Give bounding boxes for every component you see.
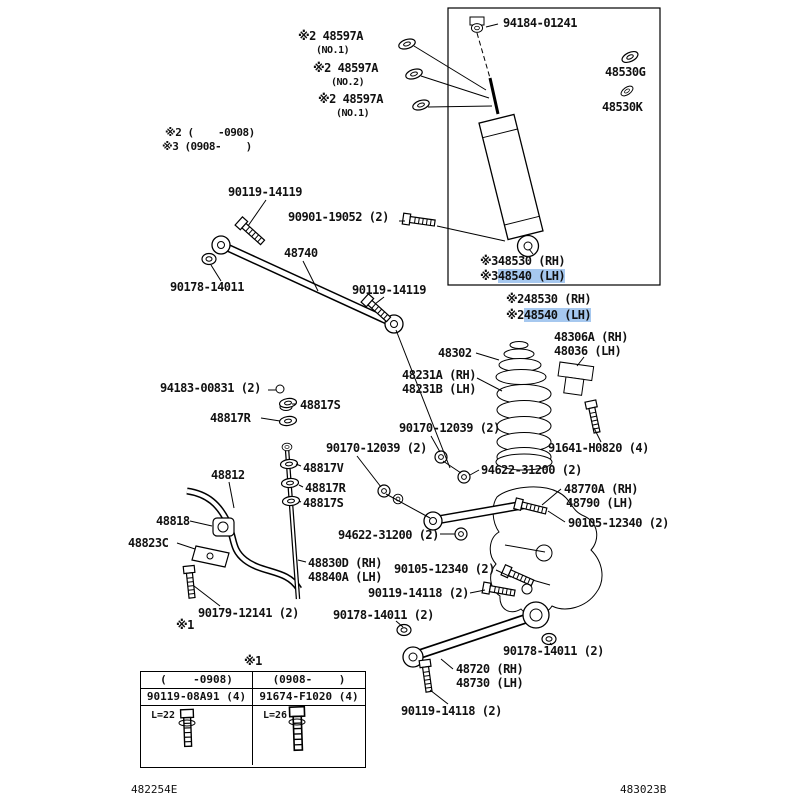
part-label-48530-rh-inner: ※348530 (RH): [480, 254, 566, 268]
part-label-94184-01241: 94184-01241: [503, 16, 577, 30]
stabilizer-bushing: [212, 517, 235, 537]
axle-carrier: [489, 453, 603, 616]
part-label-48597a-3: ※2 48597A: [318, 92, 383, 106]
part-label-48597a-1: ※2 48597A: [298, 29, 363, 43]
part-label-94622-31200-a: 94622-31200 (2): [481, 463, 582, 477]
ref-mark: ※3: [480, 269, 498, 283]
variant-col2-header: (0908- ): [272, 673, 346, 686]
part-label-90119-14118-a: 90119-14118 (2): [368, 586, 469, 600]
part-label-90901-19052: 90901-19052 (2): [288, 210, 389, 224]
part-label-48302: 48302: [438, 346, 472, 360]
part-label-48830d: 48830D (RH): [308, 556, 382, 570]
part-label-48790: 48790 (LH): [566, 496, 634, 510]
part-label-48817s-mid: 48817S: [303, 496, 344, 510]
ref-mark: ※2: [506, 292, 524, 306]
part-label-48540-lh-outer: ※248540 (LH): [506, 308, 592, 322]
part-label-48817r-mid: 48817R: [305, 481, 346, 495]
shock-absorber: [469, 16, 544, 258]
part-label-48817v: 48817V: [303, 461, 344, 475]
footnote-2: ※2 ( -0908): [165, 126, 255, 139]
ref-mark: ※2: [506, 308, 524, 322]
part-label-90105-12340-a: 90105-12340 (2): [568, 516, 669, 530]
part-number: 48530 (RH): [497, 254, 566, 268]
part-label-48597a-2: ※2 48597A: [313, 61, 378, 75]
variant-col2-drawing: L=26: [253, 706, 365, 765]
stabilizer-link: [279, 442, 301, 600]
bolt-length-label-1: L=22: [151, 710, 176, 721]
ref-mark: ※3: [480, 254, 498, 268]
leader-lines: [176, 23, 602, 705]
part-label-90178-14011-b: 90178-14011 (2): [333, 608, 434, 622]
part-sublabel-no2: (NO.2): [331, 77, 365, 88]
lower-control-arm: [402, 601, 550, 668]
part-label-48530-rh-outer: ※248530 (RH): [506, 292, 592, 306]
variant-table-part-row: 90119-08A91 (4) 91674-F1020 (4): [141, 689, 365, 706]
part-label-48036: 48036 (LH): [554, 344, 622, 358]
part-label-48720: 48720 (RH): [456, 662, 524, 676]
part-label-90119-14119-b: 90119-14119: [352, 283, 426, 297]
part-label-48540-lh-inner: ※348540 (LH): [480, 269, 566, 283]
part-label-90178-14011-c: 90178-14011 (2): [503, 644, 604, 658]
part-label-48817r-top: 48817R: [210, 411, 251, 425]
upper-control-arm: [423, 500, 524, 531]
part-label-48840a: 48840A (LH): [308, 570, 382, 584]
part-label-90170-12039-b: 90170-12039 (2): [326, 441, 427, 455]
ref-mark-1-table: ※1: [244, 654, 262, 668]
part-label-91641-h0820: 91641-H0820 (4): [548, 441, 649, 455]
part-number-highlighted: 48540 (LH): [497, 269, 566, 283]
coil-spring: [495, 341, 552, 467]
ref-mark-1-left: ※1: [176, 618, 194, 632]
lateral-rod: [211, 235, 404, 334]
variant-col1-drawing: L=22: [141, 706, 253, 765]
part-label-48823c: 48823C: [128, 536, 169, 550]
part-label-94183-00831: 94183-00831 (2): [160, 381, 261, 395]
part-label-90170-12039-a: 90170-12039 (2): [399, 421, 500, 435]
part-label-48730: 48730 (LH): [456, 676, 524, 690]
part-label-90179-12141: 90179-12141 (2): [198, 606, 299, 620]
part-label-48530g: 48530G: [605, 65, 646, 79]
variant-table-drawing-row: L=22 L=26: [141, 706, 365, 765]
stabilizer-bracket: [191, 545, 230, 568]
diagram-code-right: 483023B: [620, 783, 667, 796]
part-label-48740: 48740: [284, 246, 318, 260]
part-label-90119-14118-b: 90119-14118 (2): [401, 704, 502, 718]
variant-col1-header: ( -0908): [141, 672, 253, 688]
parts-table-bolts: [178, 705, 307, 752]
part-label-48818: 48818: [156, 514, 190, 528]
part-label-48812: 48812: [211, 468, 245, 482]
part-label-48770a: 48770A (RH): [564, 482, 638, 496]
part-label-90178-14011-a: 90178-14011: [170, 280, 244, 294]
variant-table-header-row: ( -0908) (0908- ): [141, 672, 365, 689]
part-sublabel-no1-b: (NO.1): [336, 108, 370, 119]
stabilizer-bar: [186, 487, 302, 592]
part-number-highlighted: 48540 (LH): [523, 308, 592, 322]
variant-col2-part: 91674-F1020 (4): [259, 690, 359, 703]
part-label-48817s-top: 48817S: [300, 398, 341, 412]
bolt-length-label-2: L=26: [263, 710, 288, 721]
part-number: 48530 (RH): [523, 292, 592, 306]
part-label-94622-31200-b: 94622-31200 (2): [338, 528, 439, 542]
part-sublabel-no1-a: (NO.1): [316, 45, 350, 56]
variant-table: ( -0908) (0908- ) 90119-08A91 (4) 91674-…: [140, 671, 366, 768]
part-label-48231a: 48231A (RH): [402, 368, 476, 382]
part-label-48530k: 48530K: [602, 100, 643, 114]
footnote-3: ※3 (0908- ): [162, 140, 252, 153]
part-label-90105-12340-b: 90105-12340 (2): [394, 562, 495, 576]
part-label-48231b: 48231B (LH): [402, 382, 476, 396]
diagram-code-left: 482254E: [131, 783, 178, 796]
part-label-48306a: 48306A (RH): [554, 330, 628, 344]
part-label-90119-14119-a: 90119-14119: [228, 185, 302, 199]
small-parts: [275, 384, 471, 541]
assembly-box: [447, 7, 661, 286]
spring-bumper-bracket: [557, 361, 595, 396]
variant-col1-part: 90119-08A91 (4): [141, 689, 253, 705]
